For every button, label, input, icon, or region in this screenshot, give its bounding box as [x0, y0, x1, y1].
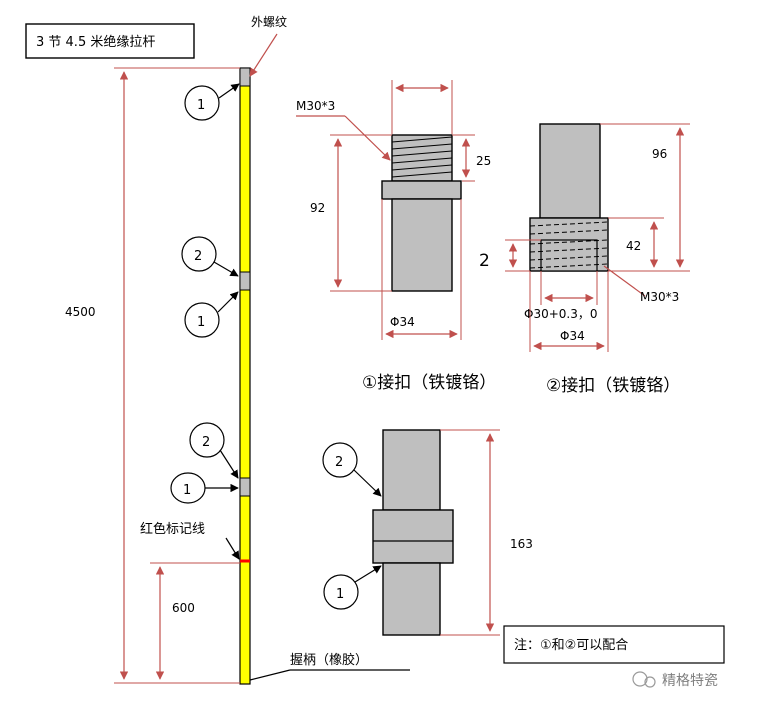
svg-text:2: 2: [194, 249, 202, 264]
part2-caption: ②接扣（铁镀铬）: [546, 376, 680, 396]
part2-thread-depth: 42: [626, 239, 641, 253]
handle-label: 握柄（橡胶）: [290, 652, 368, 668]
rod-joint-top: [239, 67, 251, 87]
assembly-drawing: [372, 429, 454, 636]
callout-1-assembly: 1: [323, 565, 382, 610]
part2-drawing: [529, 123, 609, 272]
part2-thread-label: M30*3: [640, 290, 679, 304]
red-line-label: 红色标记线: [140, 521, 205, 537]
callout-2-upper: 2: [181, 236, 239, 277]
assembly-sleeve: [372, 509, 454, 564]
svg-text:1: 1: [336, 587, 344, 602]
dim-total-length: 4500: [65, 67, 240, 684]
svg-text:4500: 4500: [65, 305, 96, 319]
part2-diameter: Φ34: [560, 329, 585, 343]
watermark: 精格特瓷: [632, 671, 718, 689]
rod-body: [239, 67, 251, 685]
outer-thread-label: 外螺纹: [251, 15, 287, 29]
assembly-lower-part: [382, 562, 441, 636]
svg-text:1: 1: [197, 315, 205, 330]
part2-side-dim: 2: [479, 251, 490, 271]
note-text: 注：①和②可以配合: [514, 638, 628, 653]
wechat-icon: [632, 671, 648, 687]
part1-thread-label: M30*3: [296, 99, 335, 113]
outer-thread-leader: [249, 33, 278, 77]
rod-joint-upper-2: [239, 271, 251, 291]
svg-text:2: 2: [202, 435, 210, 450]
part1-body: [391, 198, 453, 292]
svg-text:2: 2: [335, 455, 343, 470]
watermark-text: 精格特瓷: [662, 673, 718, 689]
dim-handle-length: 600: [150, 562, 240, 680]
callout-1-upper: 1: [184, 291, 239, 338]
svg-text:1: 1: [183, 483, 191, 498]
rod-joint-lower-1: [239, 477, 251, 497]
callout-2-assembly: 2: [322, 442, 382, 497]
svg-text:1: 1: [197, 98, 205, 113]
assembly-upper-part: [382, 429, 441, 511]
title-text: 3 节 4.5 米绝缘拉杆: [36, 34, 155, 50]
callout-2-lower: 2: [189, 422, 239, 479]
part1-thread-len: 25: [476, 154, 491, 168]
part1-collar: [381, 180, 462, 200]
part2-inner-diameter: Φ30+0.3，0: [524, 307, 598, 321]
part1-caption: ①接扣（铁镀铬）: [362, 373, 496, 393]
part1-drawing: [381, 134, 462, 292]
part2-length: 96: [652, 147, 667, 161]
part2-upper-body: [539, 123, 601, 219]
title-box: 3 节 4.5 米绝缘拉杆: [25, 23, 195, 59]
assembly-length: 163: [510, 537, 533, 551]
part2-bore: [540, 239, 598, 272]
callout-1-lower: 1: [170, 472, 239, 504]
note-box: 注：①和②可以配合: [503, 625, 725, 664]
insulating-rod: [239, 67, 251, 685]
svg-text:600: 600: [172, 601, 195, 615]
callout-1-top: 1: [184, 83, 240, 121]
part1-length: 92: [310, 201, 325, 215]
part1-diameter: Φ34: [390, 315, 415, 329]
